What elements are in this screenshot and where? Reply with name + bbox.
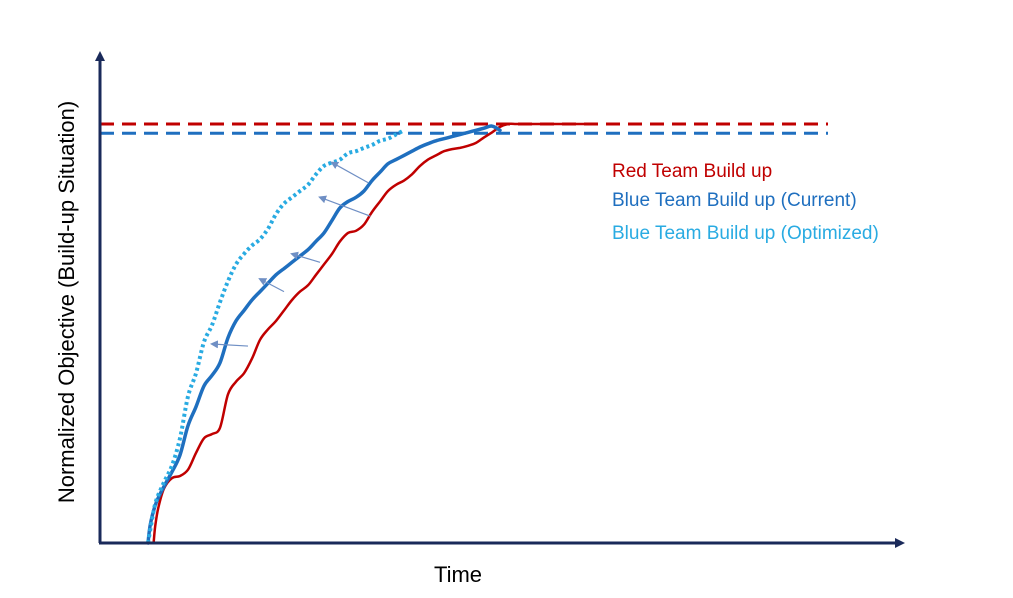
shift-arrow-1 <box>318 195 371 217</box>
x-axis-label: Time <box>434 562 482 587</box>
legend-blue-team-current: Blue Team Build up (Current) <box>612 190 857 211</box>
series-lines <box>146 122 590 545</box>
shift-arrow-2 <box>290 251 321 263</box>
legend-red-team: Red Team Build up <box>612 161 772 182</box>
legend: Red Team Build up Blue Team Build up (Cu… <box>612 161 879 244</box>
series-line-1 <box>146 124 502 545</box>
shift-arrow-0 <box>330 161 369 184</box>
y-axis-label: Normalized Objective (Build-up Situation… <box>54 101 79 503</box>
shift-arrows <box>210 161 371 349</box>
series-line-0 <box>152 122 590 545</box>
shift-arrow-4 <box>210 340 249 349</box>
legend-blue-team-optimized: Blue Team Build up (Optimized) <box>612 223 879 244</box>
series-line-2 <box>146 128 405 544</box>
shift-arrow-3 <box>258 278 285 293</box>
